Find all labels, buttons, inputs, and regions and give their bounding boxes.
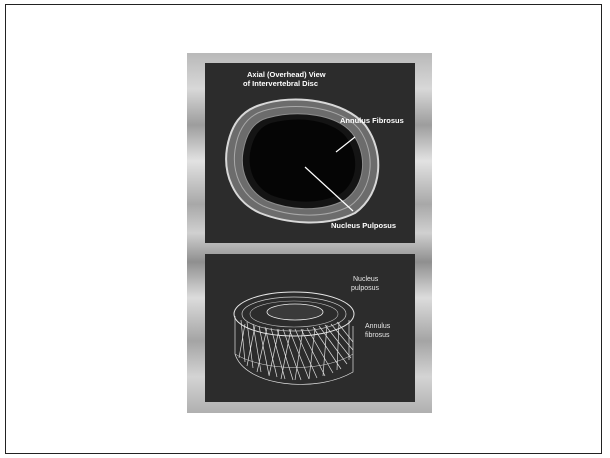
nucleus-label-line1: Nucleus xyxy=(353,276,379,283)
axial-view-illustration: Axial (Overhead) View of Intervertebral … xyxy=(205,63,415,243)
annulus-label-line1: Annulus xyxy=(365,323,391,330)
nucleus-label-line2: pulposus xyxy=(351,285,380,292)
disc-3d-panel: Nucleus pulposus Annulus fibrosus xyxy=(205,254,415,402)
disc-figure: Axial (Overhead) View of Intervertebral … xyxy=(187,53,432,413)
annulus-label-line2: fibrosus xyxy=(365,332,390,339)
axial-title-line2: of Intervertebral Disc xyxy=(243,79,318,88)
disc-3d-illustration: Nucleus pulposus Annulus fibrosus xyxy=(205,254,415,402)
annulus-fibers xyxy=(235,316,353,384)
nucleus-pulposus-label: Nucleus Pulposus xyxy=(331,221,396,230)
axial-view-panel: Axial (Overhead) View of Intervertebral … xyxy=(205,63,415,243)
nucleus-center xyxy=(267,304,323,320)
nucleus-pulposus-core xyxy=(250,119,356,201)
annulus-fibrosus-label: Annulus Fibrosus xyxy=(340,116,404,125)
axial-title-line1: Axial (Overhead) View xyxy=(247,70,326,79)
